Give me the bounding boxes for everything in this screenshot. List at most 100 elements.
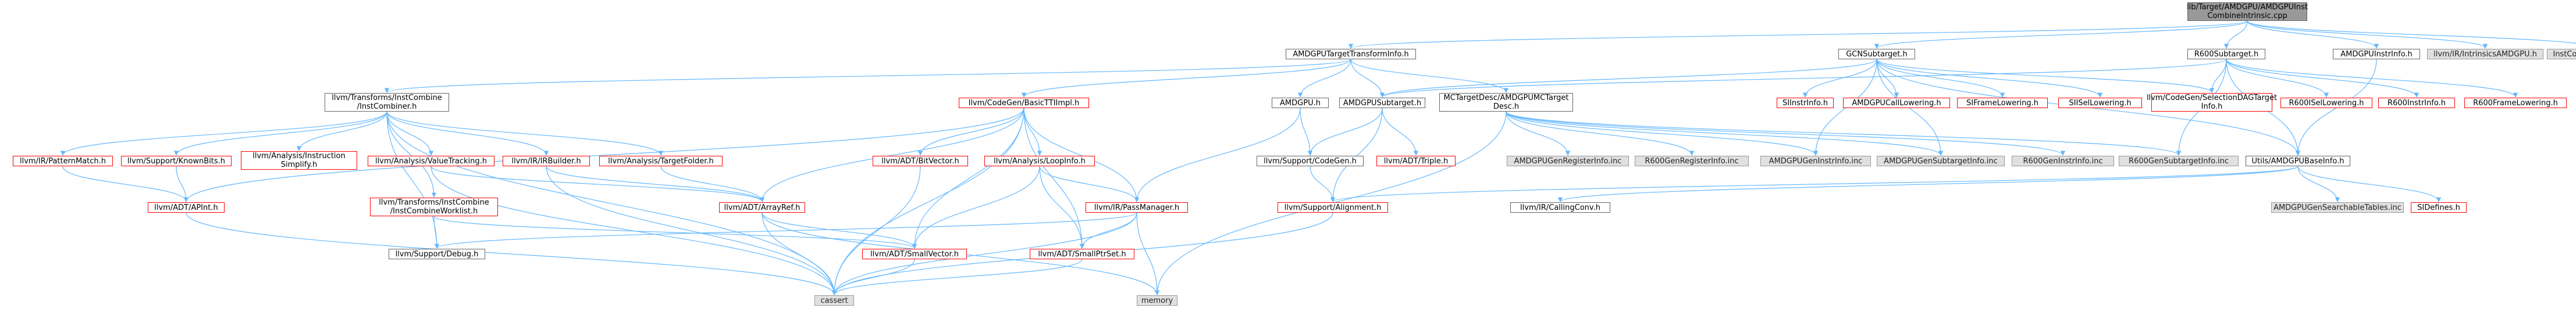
edge-tti-to-basictti — [1021, 59, 1351, 98]
edge-smallptrset-to-cassert — [831, 259, 1083, 295]
node-patternmatch[interactable]: llvm/IR/PatternMatch.h — [13, 156, 113, 166]
edge-root-to-r600sub — [2223, 20, 2248, 49]
edge-apint-to-cassert — [186, 212, 837, 295]
node-knownbits[interactable]: llvm/Support/KnownBits.h — [121, 156, 232, 166]
node-label: lib/Target/AMDGPU/AMDGPUInst — [2187, 3, 2308, 12]
node-siisellowering[interactable]: SIISelLowering.h — [2058, 98, 2142, 108]
node-smallvector[interactable]: llvm/ADT/SmallVector.h — [862, 249, 967, 259]
edge-r600sub-to-amdgpusub — [1380, 59, 2227, 98]
edge-instcombiner-to-patternmatch — [60, 111, 387, 156]
node-label: llvm/Analysis/Instruction — [252, 152, 346, 160]
edge-instcombiner-to-knownbits — [173, 111, 387, 156]
edge-mctarget-to-r600gensubtargetinfo — [1506, 111, 2181, 156]
node-baseinfo[interactable]: Utils/AMDGPUBaseInfo.h — [2246, 156, 2350, 166]
edge-instcombiner-to-valuetracking — [386, 111, 434, 156]
node-genregisterinfo: AMDGPUGenRegisterInfo.inc — [1507, 156, 1629, 166]
edge-amdgpusub-to-triple — [1382, 108, 1419, 156]
node-loopinfo[interactable]: llvm/Analysis/LoopInfo.h — [984, 156, 1095, 166]
node-basictti[interactable]: llvm/CodeGen/BasicTTIImpl.h — [959, 98, 1089, 108]
node-arrayref[interactable]: llvm/ADT/ArrayRef.h — [719, 202, 805, 213]
dependency-edges — [60, 20, 2576, 295]
node-alignment[interactable]: llvm/Support/Alignment.h — [1278, 202, 1388, 213]
edge-gcnsub-to-siinstrinfo — [1802, 59, 1877, 98]
node-supportcodegen[interactable]: llvm/Support/CodeGen.h — [1257, 156, 1364, 166]
node-sidefines[interactable]: SIDefines.h — [2411, 202, 2467, 213]
edge-instcombiner-to-instsimplify — [296, 111, 387, 151]
edge-arrayref-to-smallvector — [762, 212, 917, 249]
edge-targetfolder-to-arrayref — [660, 166, 765, 202]
node-label: GCNSubtarget.h — [1846, 49, 1908, 59]
node-amdgpuinstrinfo[interactable]: AMDGPUInstrInfo.h — [2333, 49, 2420, 59]
node-label: llvm/IR/PatternMatch.h — [19, 156, 106, 166]
node-gcnsub[interactable]: GCNSubtarget.h — [1838, 49, 1915, 59]
node-label: llvm/CodeGen/SelectionDAGTarget — [2146, 94, 2278, 102]
node-label: AMDGPUGenSubtargetInfo.inc — [1884, 156, 1998, 166]
node-r600sub[interactable]: R600Subtarget.h — [2187, 49, 2265, 59]
edge-baseinfo-to-sidefines — [2297, 166, 2442, 202]
node-siframelowering[interactable]: SIFrameLowering.h — [1957, 98, 2048, 108]
node-label: R600GenInstrInfo.inc — [2023, 156, 2103, 166]
edge-basictti-to-passmanager — [1023, 108, 1140, 202]
edge-arrayref-to-cassert — [762, 212, 837, 295]
node-label: /InstCombineWorklist.h — [390, 207, 478, 216]
node-instcombiner[interactable]: llvm/Transforms/InstCombine/InstCombiner… — [325, 93, 449, 112]
node-bitvector[interactable]: llvm/ADT/BitVector.h — [873, 156, 968, 166]
node-siinstrinfo[interactable]: SIInstrInfo.h — [1777, 98, 1834, 108]
node-label: AMDGPUGenRegisterInfo.inc — [1514, 156, 1622, 166]
node-r600isellowering[interactable]: R600ISelLowering.h — [2280, 98, 2372, 108]
edge-mctarget-to-r600geninstrinfo — [1506, 111, 2066, 156]
node-tti[interactable]: AMDGPUTargetTransformInfo.h — [1286, 49, 1416, 59]
edge-amdgpuh-to-supportcodegen — [1300, 108, 1313, 156]
node-r600instrinfo[interactable]: R600InstrInfo.h — [2378, 98, 2455, 108]
node-label: Simplify.h — [280, 160, 318, 169]
edge-irbuilder-to-arrayref — [546, 166, 765, 202]
node-geninstrinfo: AMDGPUGenInstrInfo.inc — [1760, 156, 1871, 166]
node-label: llvm/Analysis/TargetFolder.h — [608, 156, 714, 166]
edge-instcombiner-to-targetfolder — [386, 111, 664, 156]
node-label: /InstCombiner.h — [357, 102, 417, 111]
node-label: llvm/IR/PassManager.h — [1094, 203, 1180, 212]
node-r600gensubtargetinfo: R600GenSubtargetInfo.inc — [2119, 156, 2239, 166]
edge-root-to-instcombinetables — [2247, 20, 2576, 44]
edge-mctarget-to-r600genregisterinfo — [1506, 111, 1695, 156]
edge-loopinfo-to-smallptrset — [1039, 166, 1085, 249]
node-label: llvm/ADT/Triple.h — [1383, 156, 1449, 166]
edge-instcombiner-to-irbuilder — [386, 111, 549, 156]
node-worklist[interactable]: llvm/Transforms/InstCombine/InstCombineW… — [370, 198, 498, 216]
node-label: R600FrameLowering.h — [2473, 98, 2558, 108]
node-targetfolder[interactable]: llvm/Analysis/TargetFolder.h — [599, 156, 723, 166]
node-label: llvm/IR/CallingConv.h — [1520, 203, 1600, 212]
node-r600geninstrinfo: R600GenInstrInfo.inc — [2012, 156, 2114, 166]
edge-loopinfo-to-smallvector — [912, 166, 1040, 249]
node-r600framelowering[interactable]: R600FrameLowering.h — [2464, 98, 2567, 108]
edge-gcnsub-to-selectiondag — [1876, 59, 2215, 93]
node-passmanager[interactable]: llvm/IR/PassManager.h — [1086, 202, 1188, 213]
node-triple[interactable]: llvm/ADT/Triple.h — [1376, 156, 1456, 166]
node-irbuilder[interactable]: llvm/IR/IRBuilder.h — [503, 156, 590, 166]
edge-irbuilder-to-cassert — [546, 166, 837, 295]
node-amdgpuh[interactable]: AMDGPU.h — [1272, 98, 1329, 108]
edge-instcombiner-to-debug — [386, 111, 440, 249]
node-amdgpusub[interactable]: AMDGPUSubtarget.h — [1339, 98, 1425, 108]
node-smallptrset[interactable]: llvm/ADT/SmallPtrSet.h — [1030, 249, 1134, 259]
node-label: llvm/ADT/APInt.h — [154, 203, 218, 212]
edge-gcnsub-to-siframelowering — [1876, 59, 2005, 98]
edge-tti-to-amdgpuh — [1297, 59, 1351, 98]
edge-amdgpusub-to-supportcodegen — [1307, 108, 1383, 156]
edge-loopinfo-to-passmanager — [1039, 166, 1140, 202]
node-valuetracking[interactable]: llvm/Analysis/ValueTracking.h — [368, 156, 494, 166]
node-amdgpucalllowering[interactable]: AMDGPUCallLowering.h — [1843, 98, 1950, 108]
edge-baseinfo-to-alignment — [1330, 166, 2299, 202]
node-debug[interactable]: llvm/Support/Debug.h — [389, 249, 485, 259]
node-callingconv[interactable]: llvm/IR/CallingConv.h — [1510, 202, 1610, 213]
node-label: llvm/ADT/SmallPtrSet.h — [1038, 249, 1126, 259]
node-cassert: cassert — [814, 295, 854, 306]
edge-passmanager-to-smallptrset — [1079, 212, 1137, 249]
node-apint[interactable]: llvm/ADT/APInt.h — [148, 202, 225, 213]
edge-baseinfo-to-callingconv — [1558, 166, 2299, 202]
node-label: InstCombineTables.inc — [2553, 49, 2576, 59]
